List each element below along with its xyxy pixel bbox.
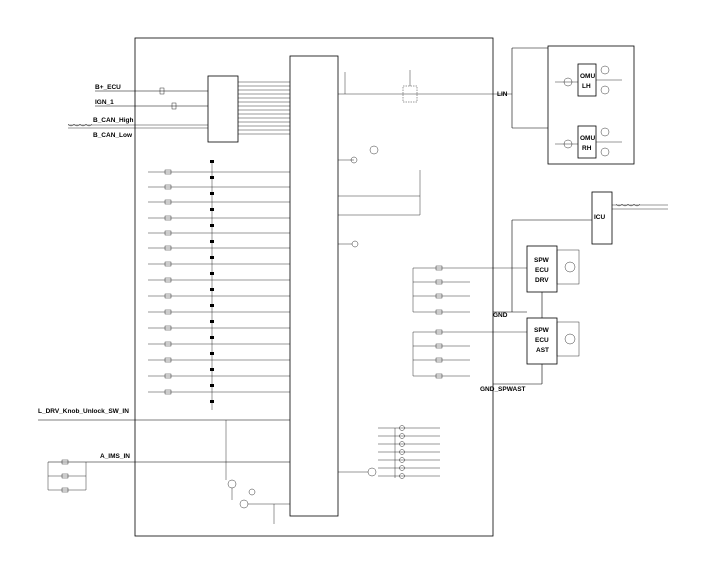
label-spw-drv-3: DRV [535,277,549,284]
spw-drv-network [412,265,527,315]
omu-rh-box [577,125,597,159]
omu-motors [555,65,622,157]
label-knob-unlock: L_DRV_Knob_Unlock_SW_IN [38,408,129,415]
fuse-b-ecu [159,87,165,95]
label-b-ecu: B+_ECU [95,84,121,91]
label-omu-lh: OMU [580,73,595,80]
label-gnd-spwast: GND_SPWAST [480,386,526,393]
ims-switch-network [47,459,87,493]
mcu-block [289,55,339,517]
icu-twisted-pair [612,203,668,210]
label-ims: A_IMS_IN [100,453,130,460]
spw-ast-network [412,329,527,379]
omu-lh-box [577,63,597,97]
lin-circuit [338,70,512,103]
right-transistors [338,145,421,477]
label-lin: LIN [497,91,508,98]
label-ign: IGN_1 [95,99,114,106]
label-icu: ICU [594,214,606,221]
label-spw-ast-2: ECU [535,337,549,344]
label-can-high: B_CAN_High [93,117,133,124]
label-omu-rh-side: RH [582,145,592,152]
label-omu-lh-side: LH [582,83,591,90]
bottom-transistors [225,420,290,524]
spw-ast-motor [556,321,580,357]
label-omu-rh: OMU [580,135,595,142]
transceiver-bus-lines [238,81,290,135]
label-spw-ast-1: SPW [534,327,550,334]
can-transceiver-block [207,75,239,143]
label-spw-drv-2: ECU [535,267,549,274]
spw-drv-motor [556,249,580,285]
icu-box [591,191,613,245]
input-channel-column [148,160,290,410]
can-twisted-pair [67,123,208,129]
label-spw-ast-3: AST [536,347,549,354]
label-can-low: B_CAN_Low [93,132,133,139]
fuse-ign [171,102,177,110]
output-switch-array [378,425,440,479]
label-gnd: GND [493,312,508,319]
label-spw-drv-1: SPW [534,257,550,264]
